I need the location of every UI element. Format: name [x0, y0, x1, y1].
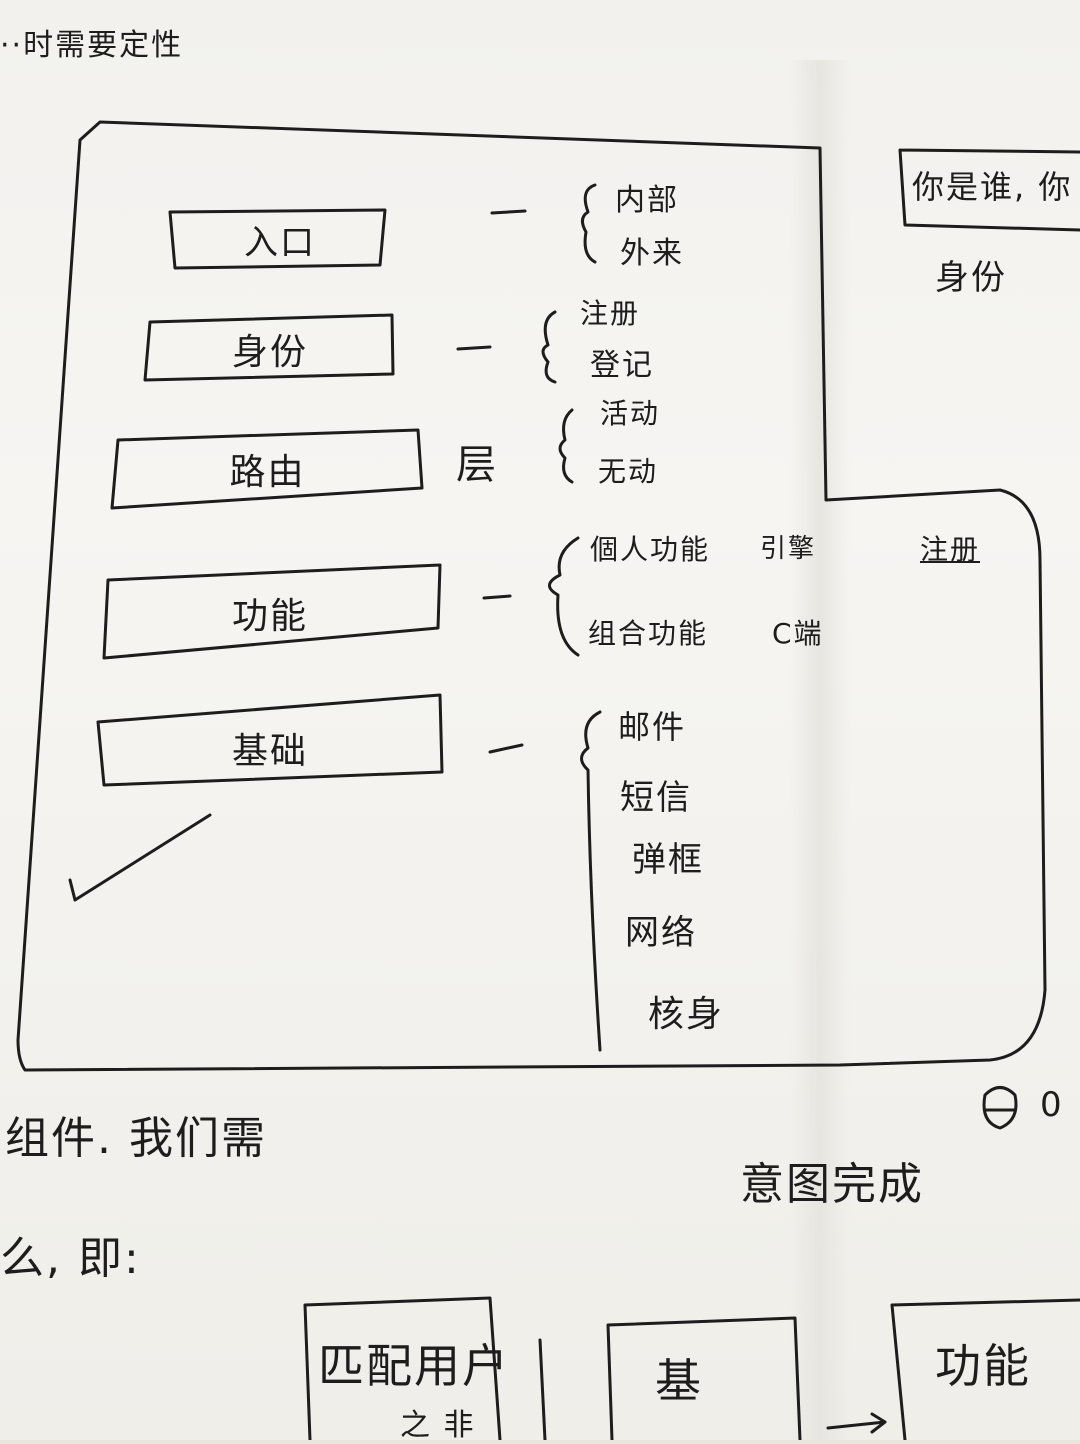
intent-text: 意图完成 — [740, 1159, 924, 1210]
layer-label-function: 功能 — [231, 596, 308, 637]
identity-item-login: 登记 — [590, 348, 654, 383]
identity-item-register: 注册 — [580, 297, 641, 330]
circle-note: 0 — [1040, 1085, 1064, 1125]
flow-box-function: 功能 — [935, 1339, 1031, 1393]
layer-label-entrance: 入口 — [244, 222, 316, 263]
box-base — [96, 693, 444, 787]
box-entrance — [168, 208, 387, 270]
layer-label-identity: 身份 — [231, 332, 308, 373]
base-item-email: 邮件 — [618, 708, 687, 746]
function-note-engine: 引擎 — [760, 534, 817, 564]
layer-label-base: 基础 — [231, 731, 308, 772]
base-item-sms: 短信 — [620, 778, 692, 818]
box-routing — [110, 428, 424, 510]
right-box-text: 你是谁, 你 — [912, 168, 1073, 206]
bottom-line-1: 组件. 我们需 — [5, 1113, 267, 1164]
base-item-network: 网络 — [625, 913, 697, 953]
entrance-item-external: 外来 — [620, 236, 684, 271]
routing-item-active: 活动 — [600, 397, 661, 430]
flow-box-base: 基 — [655, 1354, 703, 1408]
right-identity-text: 身份 — [935, 258, 1007, 298]
routing-connector: 层 — [456, 442, 498, 488]
function-item-personal: 個人功能 — [590, 533, 711, 566]
routing-item-passive: 无动 — [598, 455, 659, 488]
function-item-combined: 组合功能 — [588, 617, 709, 650]
paper-fold — [790, 60, 850, 1440]
box-identity — [143, 313, 395, 382]
right-register-note: 注册 — [920, 533, 981, 566]
box-function — [102, 563, 442, 660]
flow-box-sub: 之 非 — [400, 1408, 476, 1443]
function-note-c-end: C端 — [772, 617, 824, 650]
layer-label-routing: 路由 — [229, 452, 306, 493]
base-item-popup: 弹框 — [632, 840, 704, 880]
base-item-verify: 核身 — [648, 994, 725, 1035]
entrance-item-internal: 内部 — [615, 183, 679, 218]
bottom-line-2: 么, 即: — [0, 1233, 141, 1284]
flow-box-match-user: 匹配用户 — [318, 1339, 510, 1393]
page-title: ··时需要定性 — [0, 28, 184, 63]
